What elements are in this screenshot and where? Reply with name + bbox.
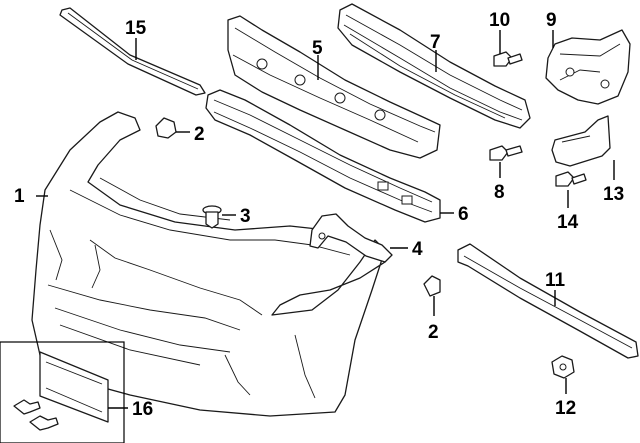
- callout-10: 10: [489, 10, 510, 31]
- callout-15: 15: [125, 18, 147, 39]
- part-5-energy-absorber: [227, 15, 441, 159]
- part-8-bolt: [489, 145, 523, 161]
- part-3-push-clip: [202, 205, 222, 229]
- part-11-lower-reinforcement: [457, 243, 639, 359]
- part-10-bolt: [493, 51, 523, 67]
- callout-11: 11: [545, 270, 566, 291]
- part-16-plate-kit: [0, 341, 125, 443]
- part-2-clip-b: [423, 275, 441, 297]
- callout-1: 1: [14, 186, 25, 207]
- part-6-lower-absorber: [205, 89, 441, 223]
- part-7-reinforcement: [337, 3, 531, 129]
- callout-4: 4: [412, 239, 423, 260]
- part-12-nut: [551, 355, 575, 379]
- callout-8: 8: [494, 182, 505, 203]
- callout-13: 13: [603, 184, 624, 205]
- callout-2-lower: 2: [428, 322, 439, 343]
- callout-labels: 1 2 2 3 4 5 6 7 8 9 10 11 12 13 14 15 16: [14, 10, 624, 420]
- leader-lines: [36, 30, 615, 409]
- part-2-clip-a: [155, 117, 177, 139]
- part-4-bracket: [309, 213, 393, 263]
- callout-12: 12: [555, 398, 576, 419]
- callout-3: 3: [240, 206, 251, 227]
- callout-16: 16: [132, 399, 153, 420]
- callout-2-upper: 2: [194, 124, 205, 145]
- part-14-bolt: [555, 171, 587, 187]
- callout-14: 14: [557, 212, 579, 233]
- callout-9: 9: [546, 10, 557, 31]
- part-13-side-bracket: [551, 115, 611, 167]
- part-9-mount-bracket: [545, 29, 631, 105]
- callout-5: 5: [312, 38, 323, 59]
- callout-6: 6: [458, 204, 469, 225]
- part-15-molding-strip: [59, 7, 206, 96]
- callout-7: 7: [430, 32, 441, 53]
